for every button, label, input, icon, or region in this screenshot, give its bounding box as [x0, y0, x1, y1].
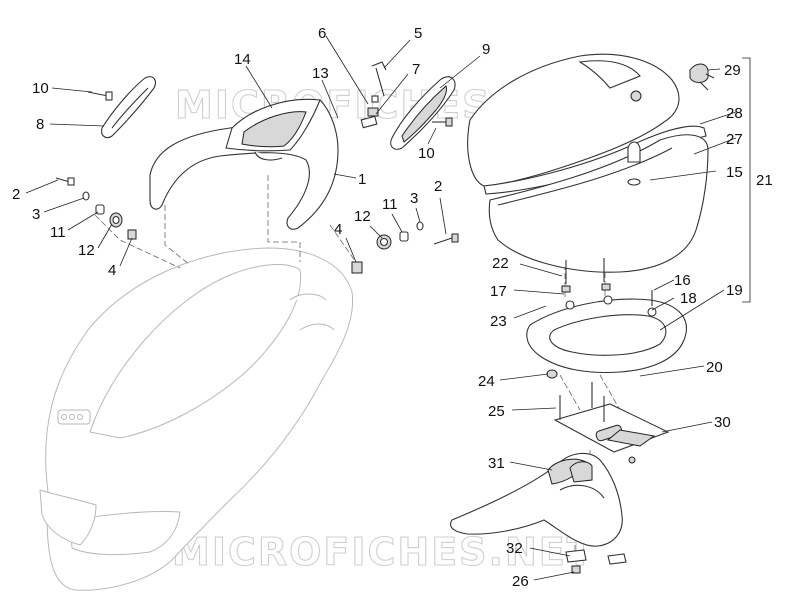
callout-11-left: 11 [50, 224, 66, 241]
callout-4-left: 4 [108, 262, 116, 279]
callout-15: 15 [726, 164, 743, 181]
group-bracket-21 [742, 57, 751, 303]
callout-10-right: 10 [418, 145, 435, 162]
callout-14: 14 [234, 51, 251, 68]
callout-17: 17 [490, 283, 507, 300]
callout-11-right: 11 [382, 196, 398, 213]
callout-23: 23 [490, 313, 507, 330]
callout-16: 16 [674, 272, 691, 289]
left-hardware [55, 91, 137, 240]
callout-18: 18 [680, 290, 697, 307]
callout-7: 7 [412, 61, 420, 78]
callout-1: 1 [358, 171, 366, 188]
rear-rack-plate [526, 258, 687, 379]
left-handle-pad [101, 76, 156, 139]
callout-29: 29 [724, 62, 741, 79]
leader-lines [25, 35, 737, 581]
center-hardware [351, 61, 459, 274]
right-handle-pad [390, 76, 456, 150]
callout-3-right: 3 [410, 190, 418, 207]
rear-body-cover [39, 247, 354, 591]
callout-8: 8 [36, 116, 44, 133]
callout-32: 32 [506, 540, 523, 557]
callout-2-right: 2 [434, 178, 442, 195]
rear-bracket [450, 452, 627, 574]
watermark-bottom: MICROFICHES.NET [172, 530, 595, 574]
callout-19: 19 [726, 282, 743, 299]
callout-10-left: 10 [32, 80, 49, 97]
callout-20: 20 [706, 359, 723, 376]
callout-22: 22 [492, 255, 509, 272]
top-case [467, 53, 715, 273]
callout-24: 24 [478, 373, 495, 390]
callout-5: 5 [414, 25, 422, 42]
callout-3-left: 3 [32, 206, 40, 223]
callout-30: 30 [714, 414, 731, 431]
callout-27: 27 [726, 131, 743, 148]
callout-31: 31 [488, 455, 505, 472]
callout-28: 28 [726, 105, 743, 122]
callout-21: 21 [756, 172, 773, 189]
passenger-grab-handle [149, 98, 339, 230]
mounting-plate [553, 382, 670, 464]
callout-9: 9 [482, 41, 490, 58]
callout-labels: 10 8 2 3 11 12 4 14 13 6 5 7 9 10 1 4 12… [12, 25, 773, 590]
callout-12-left: 12 [78, 242, 95, 259]
callout-26: 26 [512, 573, 529, 590]
callout-12-right: 12 [354, 208, 371, 225]
callout-4-right: 4 [334, 221, 342, 238]
callout-6: 6 [318, 25, 326, 42]
callout-25: 25 [488, 403, 505, 420]
callout-13: 13 [312, 65, 329, 82]
callout-2-left: 2 [12, 186, 20, 203]
